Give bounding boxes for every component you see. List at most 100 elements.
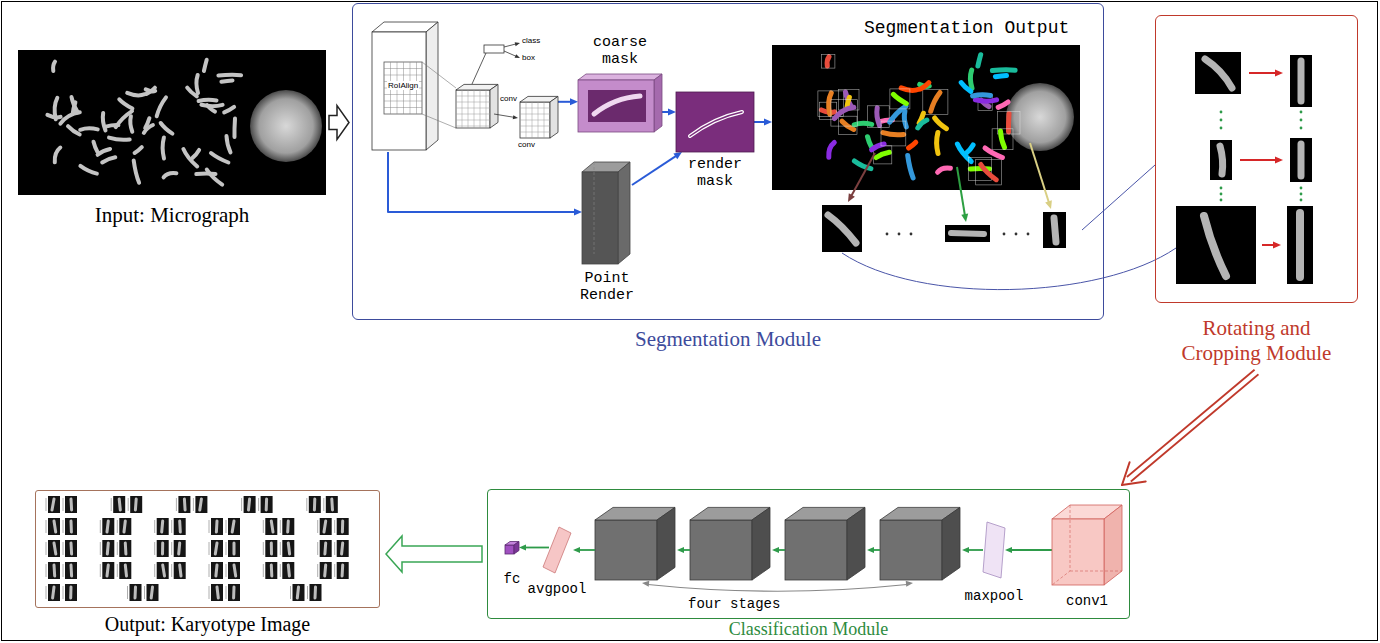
ellipsis-dot (1220, 111, 1223, 114)
chromosome (893, 94, 906, 103)
chromosome (909, 142, 916, 148)
mask-label: render mask (680, 156, 750, 190)
index-mark (100, 542, 101, 555)
arrow-head (515, 54, 520, 58)
maxpool-layer-art (983, 522, 1005, 578)
index-mark (171, 564, 172, 577)
connector (386, 536, 482, 572)
karyotype-cell (48, 584, 60, 601)
chromosome-crop (1043, 212, 1066, 248)
chromosome (314, 587, 318, 598)
arrow-head (867, 547, 874, 553)
chromosome (211, 153, 228, 163)
karyotype-cell (48, 496, 60, 513)
chromosome (116, 111, 132, 127)
ellipsis-dot (1220, 187, 1223, 190)
grid-line (384, 101, 422, 102)
index-mark (171, 520, 172, 533)
cube-side (490, 84, 498, 128)
layer-label: avgpool (528, 581, 587, 597)
stage-group-label: four stages (688, 596, 780, 612)
chromosome (270, 565, 274, 576)
chromosome (324, 521, 326, 532)
mask-top (578, 74, 662, 80)
module-box: Segmentation ModuleRoIAligncoarse maskPo… (352, 3, 1104, 320)
cube-side (847, 507, 865, 580)
block-front (582, 172, 618, 264)
grid-line (520, 114, 550, 115)
karyotype-cell (102, 562, 114, 579)
fc-head (484, 45, 504, 53)
chromosome (163, 138, 164, 159)
index-mark (226, 586, 227, 599)
karyotype-cell (130, 584, 142, 601)
grid-line (462, 90, 463, 128)
ellipsis-dot (898, 233, 901, 236)
conv1-front (1052, 519, 1104, 585)
arrow-head (570, 98, 578, 105)
hidden-edge (1052, 505, 1122, 585)
chromosome (147, 88, 155, 94)
grid-line (520, 108, 550, 109)
bounding-box (923, 89, 948, 114)
bounding-box (831, 100, 857, 126)
chromosome (1204, 216, 1226, 276)
arrow-head (1005, 547, 1012, 553)
cube-front (880, 520, 942, 580)
chromosome (53, 565, 57, 576)
index-mark (263, 564, 264, 577)
chromosome (872, 144, 885, 150)
chromosome (130, 116, 132, 132)
index-mark (280, 542, 281, 555)
index-mark (144, 586, 145, 599)
karyotype-cell (48, 562, 60, 579)
grid-line (456, 120, 490, 121)
connector-line (851, 153, 875, 197)
feature-sheet (372, 32, 426, 150)
chromosome (179, 543, 180, 554)
arrow-head (848, 193, 855, 202)
ellipsis-dot (1300, 127, 1303, 130)
index-mark (209, 564, 210, 577)
connector (1082, 165, 1155, 230)
chromosome (330, 499, 334, 510)
chromosome (233, 543, 236, 554)
arrow-head (1275, 157, 1283, 164)
output-name: class (522, 36, 540, 45)
connector (329, 106, 349, 140)
index-mark (317, 564, 318, 577)
crop-leader-line (842, 248, 1176, 290)
bounding-box (890, 89, 910, 109)
karyotype-cell (265, 518, 277, 535)
karyotype-cell (65, 540, 77, 557)
chromosome (216, 565, 217, 576)
index-mark (334, 564, 335, 577)
arrow-head (772, 547, 779, 553)
chromosome (119, 499, 120, 510)
cube-front (595, 520, 657, 580)
connector (1005, 547, 1052, 553)
image-caption: Input: Micrograph (95, 203, 250, 228)
karyotype-cell (65, 562, 77, 579)
chromosome (935, 118, 947, 129)
ellipsis-dot (1220, 119, 1223, 122)
connector-line (578, 549, 595, 551)
karyotype-image: Output: Karyotype Image (35, 490, 380, 608)
ellipsis-dot (1220, 127, 1223, 130)
arrow-head (573, 547, 580, 553)
output-name: box (522, 53, 535, 62)
feature-sheet-side (426, 22, 438, 150)
chromosome (1298, 144, 1305, 176)
segmentation-image: Segmentation Output (772, 45, 1082, 255)
cube-front (520, 102, 550, 138)
arrow-head (1273, 242, 1281, 249)
chromosome (967, 145, 974, 153)
chromosome-crop (1195, 52, 1241, 94)
chromosome (107, 543, 108, 554)
chromosome (1054, 218, 1056, 242)
chromosome (286, 521, 290, 532)
chromosome (55, 148, 61, 163)
conv-block (456, 84, 498, 128)
connector-line (388, 152, 576, 212)
straightened-crop (1287, 206, 1313, 284)
